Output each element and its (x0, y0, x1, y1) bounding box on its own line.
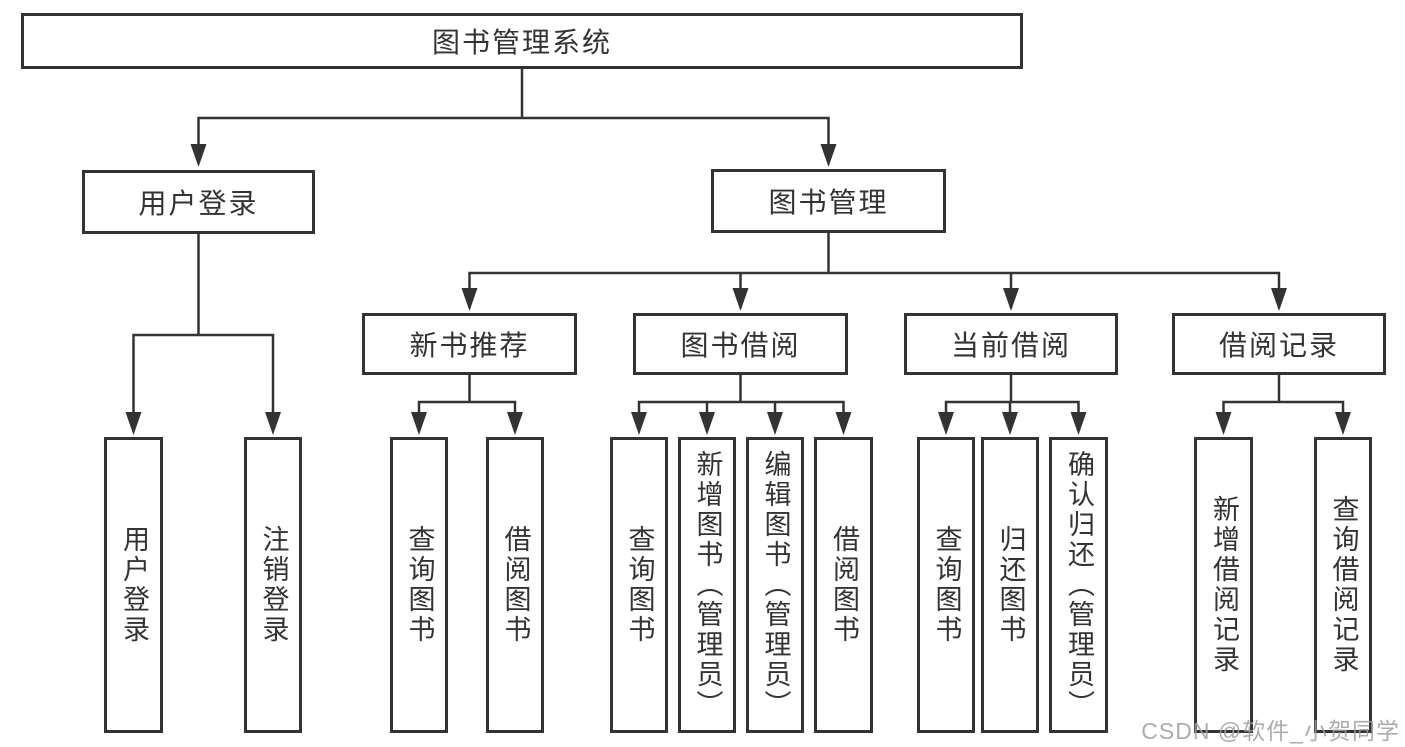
leaf-label: 查询图书 (404, 525, 435, 645)
leaf-label: 归还图书 (995, 525, 1026, 645)
leaf-add-book-admin: 新增图书（管理员） (678, 437, 736, 733)
node-label: 用户登录 (138, 188, 259, 219)
leaf-label: 新增借阅记录 (1209, 495, 1239, 675)
node-book-management: 图书管理 (711, 169, 946, 233)
node-label: 新书推荐 (409, 330, 530, 361)
node-current-borrowing: 当前借阅 (904, 313, 1118, 375)
node-label: 图书管理系统 (431, 27, 612, 58)
node-book-borrowing: 图书借阅 (633, 313, 848, 375)
leaf-query-books-current: 查询图书 (917, 437, 975, 733)
leaf-label: 确认归还（管理员） (1064, 450, 1094, 720)
csdn-watermark: CSDN @软件_小贺同学 (1141, 718, 1400, 744)
leaf-borrow-books-recommend: 借阅图书 (486, 437, 544, 733)
leaf-edit-book-admin: 编辑图书（管理员） (746, 437, 804, 733)
leaf-query-borrow-record: 查询借阅记录 (1314, 437, 1372, 733)
leaf-return-book: 归还图书 (981, 437, 1039, 733)
leaf-label: 借阅图书 (500, 525, 531, 645)
leaf-label: 查询图书 (931, 525, 962, 645)
leaf-label: 新增图书（管理员） (692, 450, 723, 720)
node-label: 图书管理 (768, 187, 889, 218)
node-label: 当前借阅 (950, 330, 1071, 361)
node-borrowing-records: 借阅记录 (1172, 313, 1386, 375)
node-user-login: 用户登录 (82, 170, 315, 234)
node-library-management-system: 图书管理系统 (21, 13, 1023, 69)
leaf-borrow-books: 借阅图书 (814, 437, 873, 733)
leaf-query-books-borrow: 查询图书 (610, 437, 668, 733)
leaf-label: 编辑图书（管理员） (760, 450, 791, 720)
leaf-user-login: 用户登录 (104, 437, 163, 733)
leaf-query-books-recommend: 查询图书 (390, 437, 448, 733)
leaf-confirm-return-admin: 确认归还（管理员） (1049, 437, 1108, 733)
node-label: 图书借阅 (680, 330, 801, 361)
leaf-add-borrow-record: 新增借阅记录 (1194, 437, 1253, 733)
leaf-label: 查询图书 (624, 525, 655, 645)
leaf-label: 查询借阅记录 (1328, 495, 1359, 675)
node-label: 借阅记录 (1218, 330, 1339, 361)
node-new-book-recommendation: 新书推荐 (362, 313, 577, 375)
leaf-label: 借阅图书 (829, 525, 859, 645)
arrowheads (125, 144, 1351, 435)
leaf-label: 用户登录 (119, 525, 149, 645)
leaf-logout: 注销登录 (244, 437, 302, 733)
leaf-label: 注销登录 (258, 525, 289, 645)
